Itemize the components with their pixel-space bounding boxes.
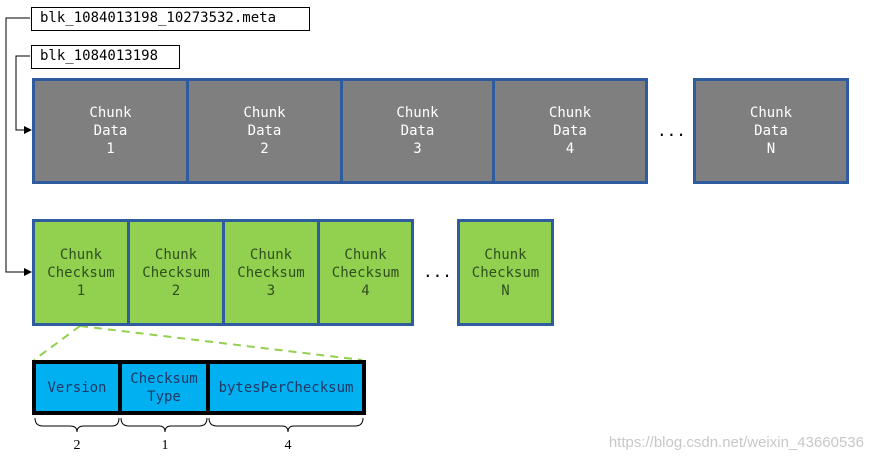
size-label-checksum-type: 1 (161, 438, 169, 453)
brace-bytes-per-checksum (208, 417, 364, 433)
expand-line-right (79, 325, 363, 361)
header-field-version: Version (32, 360, 122, 415)
size-label-version: 2 (73, 438, 81, 453)
meta-to-checksum-arrow (5, 17, 32, 276)
meta-file-label: blk_1084013198_10273532.meta (31, 7, 310, 31)
expand-line-left (33, 325, 81, 361)
watermark: https://blog.csdn.net/weixin_43660536 (608, 434, 864, 451)
header-field-bytes-per-checksum: bytesPerChecksum (206, 360, 366, 415)
block-file-label: blk_1084013198 (31, 45, 180, 69)
data-ellipsis: ... (657, 121, 686, 140)
size-label-bytes-per-checksum: 4 (284, 438, 292, 453)
brace-version (34, 417, 120, 433)
checksum-ellipsis: ... (423, 262, 452, 281)
brace-checksum-type (120, 417, 208, 433)
block-to-data-arrow (15, 55, 32, 134)
